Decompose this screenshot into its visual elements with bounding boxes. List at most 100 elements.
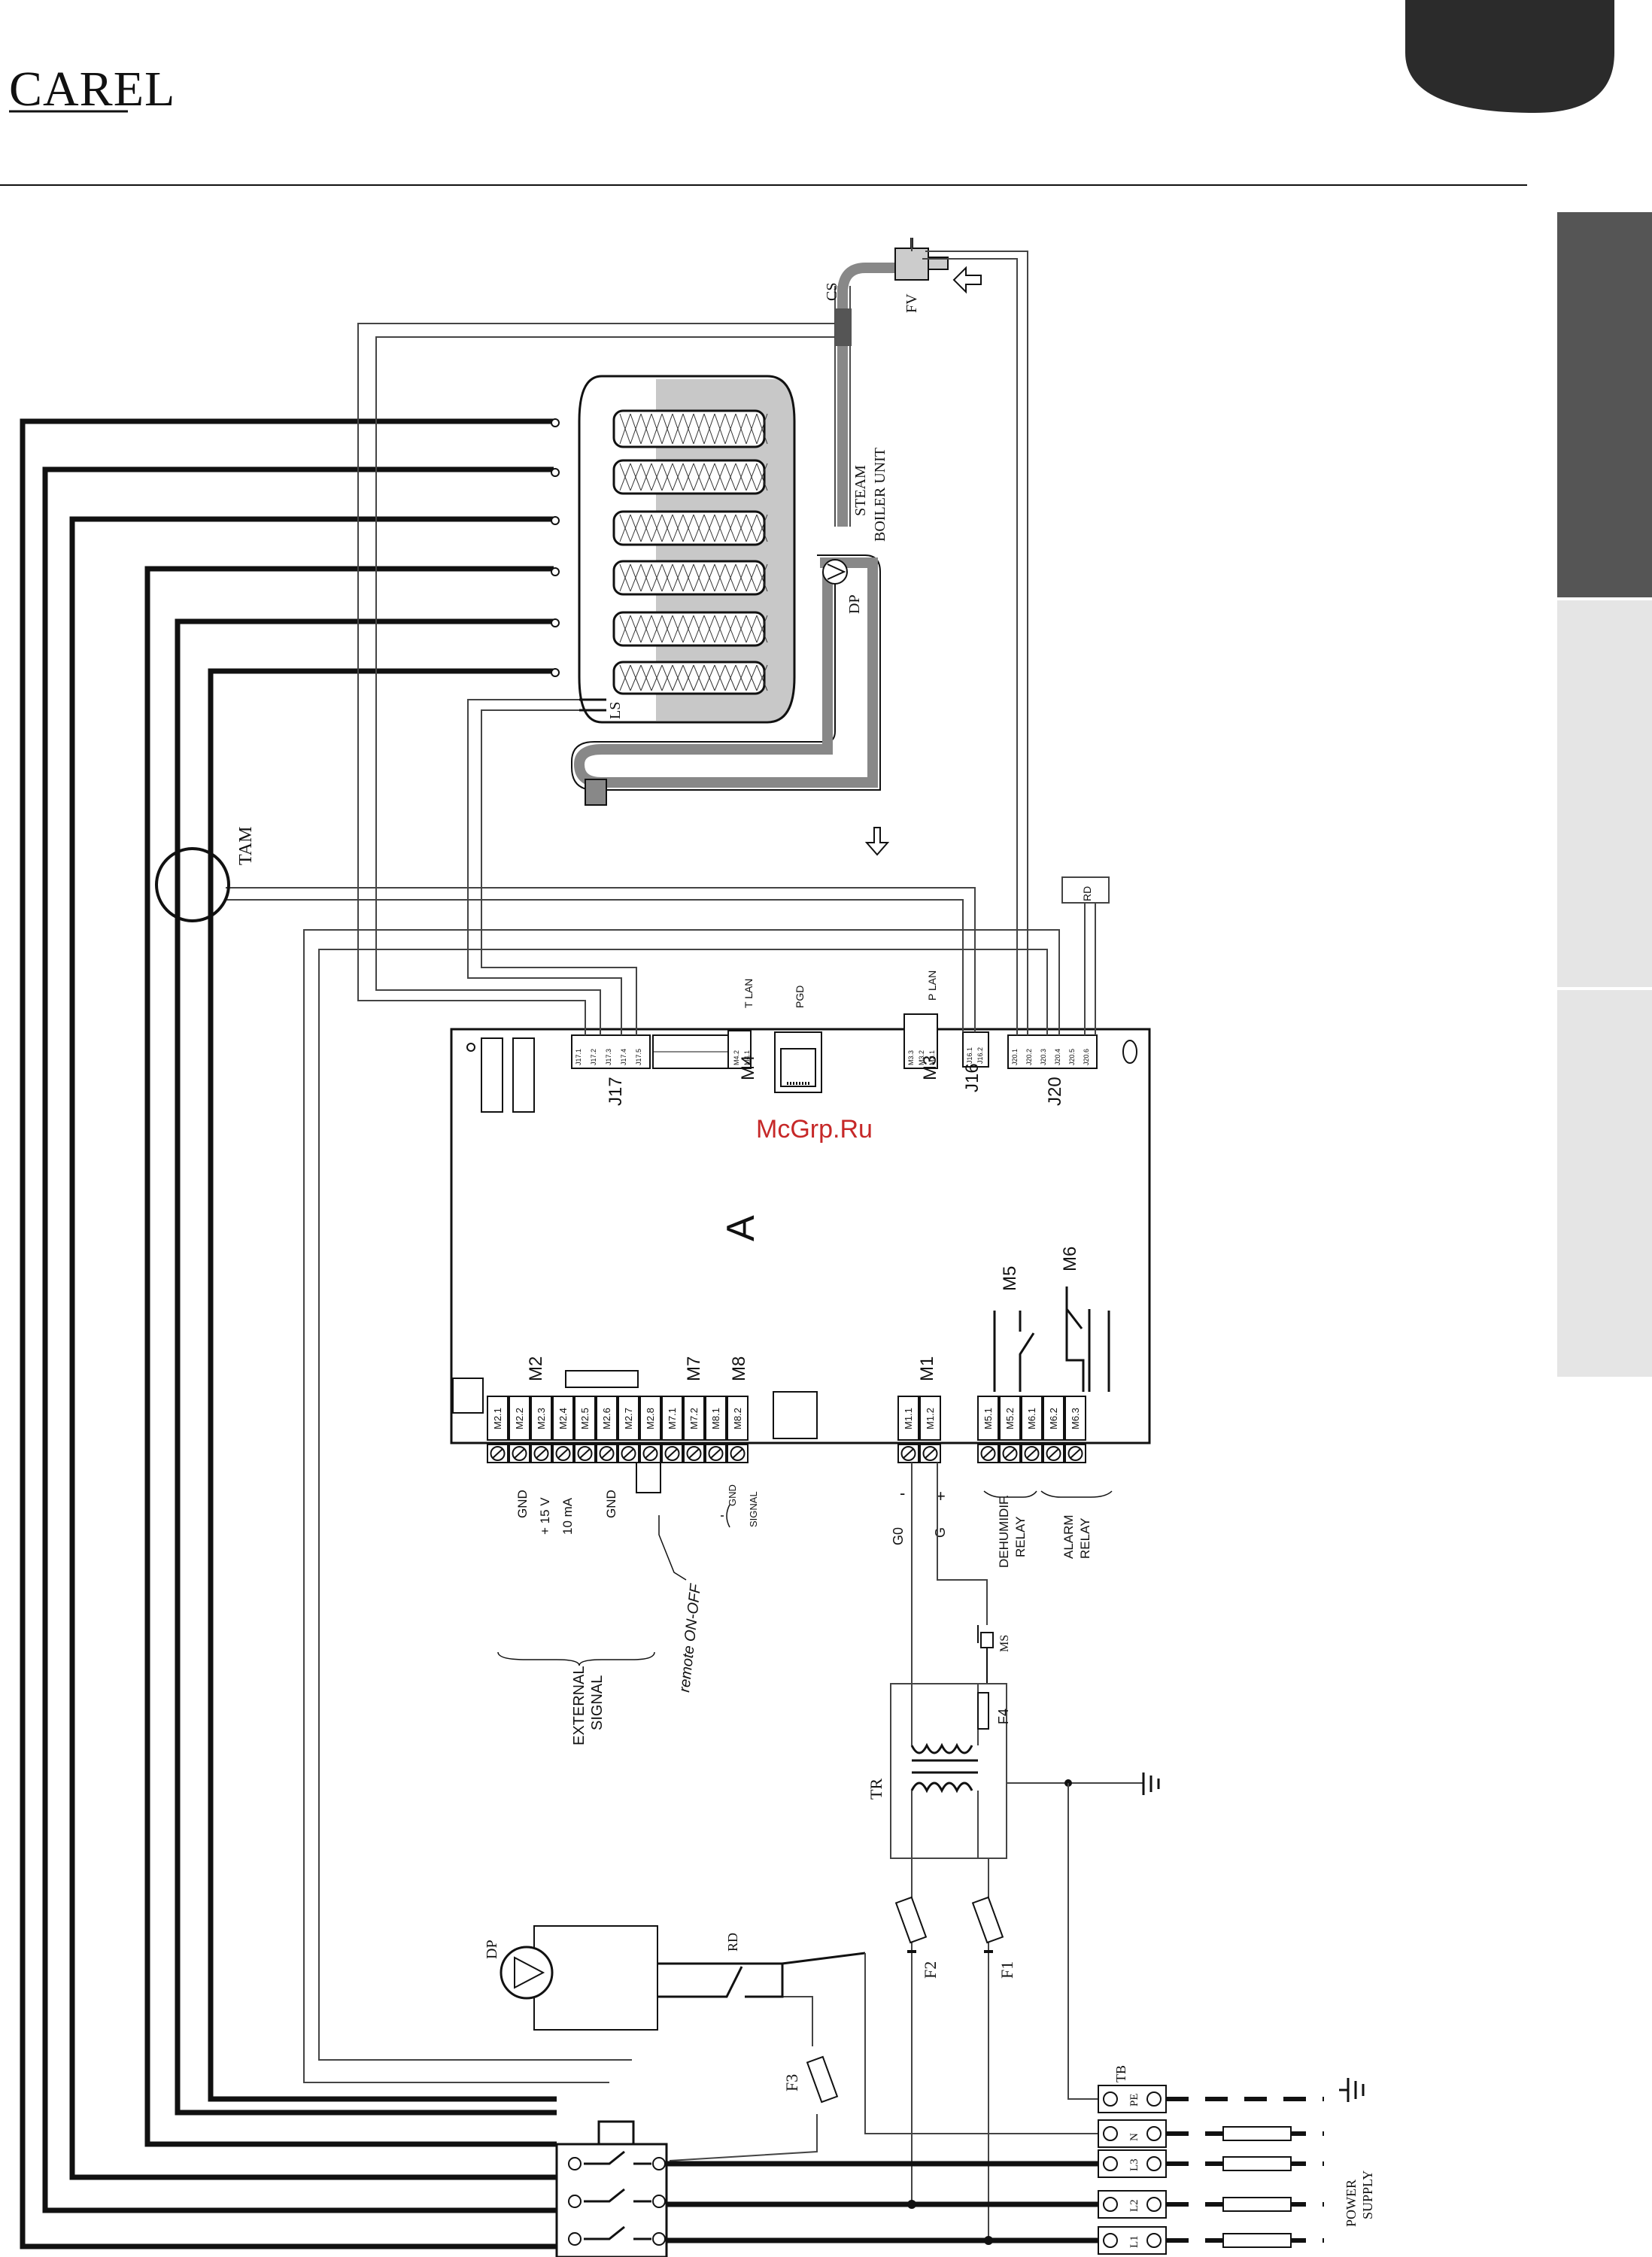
power-lines <box>667 2161 1098 2243</box>
level-sensor <box>579 698 606 712</box>
tam-wire <box>226 887 976 1032</box>
electrode-hatch <box>746 514 758 542</box>
cs-wire-2 <box>375 336 835 1035</box>
external-signal-label: EXTERNAL <box>571 1666 588 1745</box>
m2-label: M2 <box>526 1356 546 1381</box>
terminal-m2-m8-label: M2.3 <box>536 1408 547 1429</box>
heater-power-wires <box>20 418 557 2249</box>
g-label: G <box>933 1527 948 1538</box>
electrode-hatch <box>756 563 768 592</box>
m4-label: M4 <box>738 1056 758 1080</box>
fill-valve-inlet <box>928 257 949 270</box>
electrode-hatch <box>640 413 652 445</box>
terminal-m5-m6-housing <box>1064 1396 1086 1441</box>
j17-pin-label: J17.4 <box>620 1049 627 1065</box>
electrode-hatch <box>672 463 684 491</box>
gnd-label-2: GND <box>604 1490 618 1518</box>
heater-wire <box>20 418 557 2249</box>
fuse-f4 <box>977 1692 989 1730</box>
electrode-hatch <box>651 615 663 643</box>
electrode-hatch <box>714 463 726 491</box>
steam-boiler-label: STEAM <box>852 465 869 516</box>
fuse-f2 <box>894 1896 928 1944</box>
terminal-m1-label: M1.2 <box>925 1408 936 1429</box>
external-fuse <box>1222 2156 1292 2171</box>
carel-logo: CAREL <box>9 62 175 117</box>
board-outline <box>450 1028 1151 1444</box>
terminal-m2-m8-label: M2.2 <box>514 1408 525 1429</box>
gnd-label: GND <box>515 1490 530 1518</box>
terminal-m5-m6-label: M6.1 <box>1026 1408 1037 1429</box>
external-signal-label-2: SIGNAL <box>589 1675 606 1730</box>
m8-label: M8 <box>729 1356 749 1381</box>
rd-box-label: RD <box>1081 886 1093 901</box>
cs-label: CS <box>824 283 840 301</box>
electrode-hatch <box>703 563 715 592</box>
electrode-hatch <box>714 563 726 592</box>
terminal-m2-m8-label: M8.2 <box>732 1408 743 1429</box>
dp-motor-label: DP <box>484 1940 500 1959</box>
fv-label: FV <box>903 293 920 313</box>
terminal-m2-m8-label: M2.1 <box>492 1408 503 1429</box>
electrode-hatch <box>746 664 758 691</box>
fuse-f3 <box>806 2055 839 2104</box>
drain-pump-icon <box>827 563 846 580</box>
pump-supply-wire <box>864 1953 1098 2134</box>
electrode-hatch <box>756 615 768 643</box>
heater-wire <box>42 466 557 2213</box>
drain-pump-circuit: DP RD <box>484 1925 1098 2134</box>
electrode-hatch <box>756 413 768 445</box>
ls-wire-2 <box>481 709 637 1035</box>
alarm-relay-label-2: RELAY <box>1078 1518 1092 1560</box>
terminal-m2-m8-screw-slot <box>492 1448 503 1459</box>
tb-terminal-label: L1 <box>1128 2235 1140 2248</box>
electrode-hatch <box>693 413 705 445</box>
electrode-hatch <box>703 514 715 542</box>
tb-screw-icon <box>1103 2233 1118 2248</box>
ms-label: MS <box>998 1635 1011 1652</box>
section-tab <box>1557 990 1652 1377</box>
relay-block <box>481 1037 503 1113</box>
terminal-m5-m6-screw-slot <box>1070 1448 1081 1459</box>
electrode-hatch <box>735 463 747 491</box>
m3-block <box>903 1013 938 1069</box>
heater-wire-terminals <box>551 418 560 677</box>
electrodes <box>612 409 768 695</box>
mount-hole <box>466 1043 475 1052</box>
tb-screw-icon <box>1146 2091 1162 2107</box>
transformer-leads <box>911 1684 979 1858</box>
terminal-m1-screw-slot <box>903 1448 914 1459</box>
terminal-m1-screw-slot <box>925 1448 936 1459</box>
t-lan-label: T LAN <box>742 979 755 1008</box>
feed-pipe-top <box>837 263 900 294</box>
electrode-hatch <box>703 615 715 643</box>
electrode-hatch <box>630 413 642 445</box>
electrode-hatch <box>756 664 768 691</box>
remote-on-off-leader <box>658 1515 687 1581</box>
electrode-hatch <box>630 615 642 643</box>
j20-pin-label: J20.6 <box>1083 1049 1090 1065</box>
terminal-m2-m8-housing <box>530 1396 552 1441</box>
remote-on-off-label: remote ON-OFF <box>676 1582 704 1694</box>
fuses: F2 F1 F3 <box>669 1858 1016 2240</box>
electrode-hatch <box>735 563 747 592</box>
steam-boiler-label-2: BOILER UNIT <box>872 448 888 542</box>
ms-symbol <box>977 1625 994 1684</box>
electrode-hatch <box>703 463 715 491</box>
external-signal-brace <box>497 1651 655 1666</box>
tb-terminal-label: L2 <box>1128 2199 1140 2212</box>
electrode-hatch <box>724 514 736 542</box>
ma10-label: 10 mA <box>560 1497 575 1535</box>
main-switch-actuator <box>597 2120 635 2146</box>
terminal-m2-m8-label: M2.7 <box>623 1408 634 1429</box>
junction-l2 <box>907 2200 916 2209</box>
heater-electrode <box>612 611 766 647</box>
electrode-hatch <box>735 615 747 643</box>
terminal-m2-m8-screw-slot <box>645 1448 656 1459</box>
f3-label: F3 <box>782 2074 801 2091</box>
m8-bracket <box>721 1504 730 1528</box>
tb-screw-icon <box>1146 2156 1162 2171</box>
